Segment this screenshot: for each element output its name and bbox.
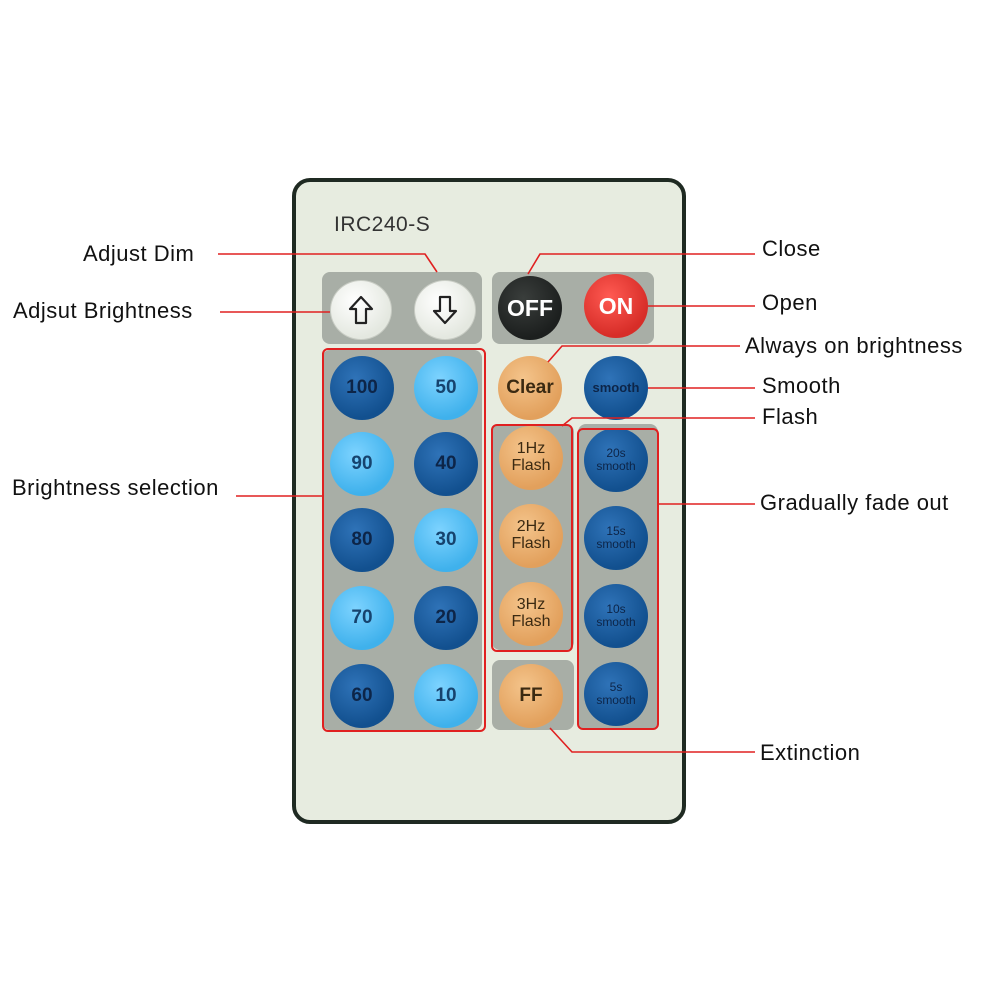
clear-button[interactable]: Clear bbox=[498, 356, 562, 420]
adjust-dim-line bbox=[218, 253, 438, 273]
brightness-50-label: 50 bbox=[435, 377, 457, 399]
brightness-selection-highlight bbox=[322, 348, 486, 732]
adjust-dim-label: Adjust Dim bbox=[83, 241, 195, 266]
brightness-50-button[interactable]: 50 bbox=[414, 356, 478, 420]
brightness-20-button[interactable]: 20 bbox=[414, 586, 478, 650]
timer-10s-word: smooth bbox=[596, 615, 636, 629]
extinction-label: Extinction bbox=[760, 740, 861, 765]
smooth-text-label: Smooth bbox=[762, 373, 841, 398]
brightness-60-button[interactable]: 60 bbox=[330, 664, 394, 728]
brightness-20-label: 20 bbox=[435, 607, 457, 629]
flash-3hz-word: Flash bbox=[511, 613, 551, 630]
flash-1hz-button[interactable]: 1Hz Flash bbox=[499, 426, 563, 490]
timer-15s-time: 15s bbox=[606, 524, 626, 539]
flash-2hz-freq: 2Hz bbox=[516, 518, 546, 536]
ff-button[interactable]: FF bbox=[499, 664, 563, 728]
extinction-line bbox=[549, 727, 755, 753]
timer-15s-word: smooth bbox=[596, 537, 636, 551]
flash-3hz-freq: 3Hz bbox=[516, 596, 546, 614]
always-on-label: Always on brightness bbox=[745, 333, 963, 358]
open-label: Open bbox=[762, 290, 818, 315]
timer-20s-button[interactable]: 20s smooth bbox=[584, 428, 648, 492]
flash-1hz-word: Flash bbox=[511, 457, 551, 474]
brightness-70-button[interactable]: 70 bbox=[330, 586, 394, 650]
flash-line bbox=[561, 417, 755, 427]
flash-2hz-word: Flash bbox=[511, 535, 551, 552]
arrow-up-icon bbox=[348, 295, 374, 325]
always-on-line bbox=[547, 345, 740, 363]
brightness-80-button[interactable]: 80 bbox=[330, 508, 394, 572]
brightness-10-label: 10 bbox=[435, 685, 457, 707]
on-label: ON bbox=[598, 292, 634, 319]
adjust-brightness-label: Adjsut Brightness bbox=[13, 298, 193, 323]
timer-15s-button[interactable]: 15s smooth bbox=[584, 506, 648, 570]
timer-5s-time: 5s bbox=[609, 680, 623, 695]
brightness-60-label: 60 bbox=[351, 685, 373, 707]
flash-1hz-freq: 1Hz bbox=[516, 440, 546, 458]
timer-20s-time: 20s bbox=[606, 446, 626, 461]
brightness-40-button[interactable]: 40 bbox=[414, 432, 478, 496]
flash-highlight bbox=[491, 424, 573, 652]
brightness-up-button[interactable] bbox=[330, 280, 392, 340]
brightness-10-button[interactable]: 10 bbox=[414, 664, 478, 728]
arrow-down-icon bbox=[432, 295, 458, 325]
fade-out-label: Gradually fade out bbox=[760, 490, 949, 515]
ff-label: FF bbox=[519, 685, 543, 707]
on-button[interactable]: ON bbox=[584, 274, 648, 338]
off-button[interactable]: OFF bbox=[498, 276, 562, 340]
brightness-40-label: 40 bbox=[435, 453, 457, 475]
brightness-30-button[interactable]: 30 bbox=[414, 508, 478, 572]
timer-10s-button[interactable]: 10s smooth bbox=[584, 584, 648, 648]
brightness-90-label: 90 bbox=[351, 453, 373, 475]
timer-20s-word: smooth bbox=[596, 459, 636, 473]
brightness-30-label: 30 bbox=[435, 529, 457, 551]
close-label: Close bbox=[762, 236, 821, 261]
off-label: OFF bbox=[507, 294, 553, 321]
brightness-100-button[interactable]: 100 bbox=[330, 356, 394, 420]
timer-5s-button[interactable]: 5s smooth bbox=[584, 662, 648, 726]
smooth-button[interactable]: smooth bbox=[584, 356, 648, 420]
brightness-80-label: 80 bbox=[351, 529, 373, 551]
timer-10s-time: 10s bbox=[606, 602, 626, 617]
brightness-70-label: 70 bbox=[351, 607, 373, 629]
flash-text-label: Flash bbox=[762, 404, 819, 429]
flash-3hz-button[interactable]: 3Hz Flash bbox=[499, 582, 563, 646]
brightness-100-label: 100 bbox=[346, 377, 378, 399]
timer-5s-word: smooth bbox=[596, 693, 636, 707]
close-line bbox=[527, 253, 755, 275]
brightness-down-button[interactable] bbox=[414, 280, 476, 340]
flash-2hz-button[interactable]: 2Hz Flash bbox=[499, 504, 563, 568]
brightness-90-button[interactable]: 90 bbox=[330, 432, 394, 496]
model-label: IRC240-S bbox=[334, 213, 431, 236]
brightness-selection-label: Brightness selection bbox=[12, 475, 219, 500]
smooth-label: smooth bbox=[592, 380, 640, 396]
clear-label: Clear bbox=[506, 377, 554, 399]
fade-out-highlight bbox=[577, 428, 659, 730]
